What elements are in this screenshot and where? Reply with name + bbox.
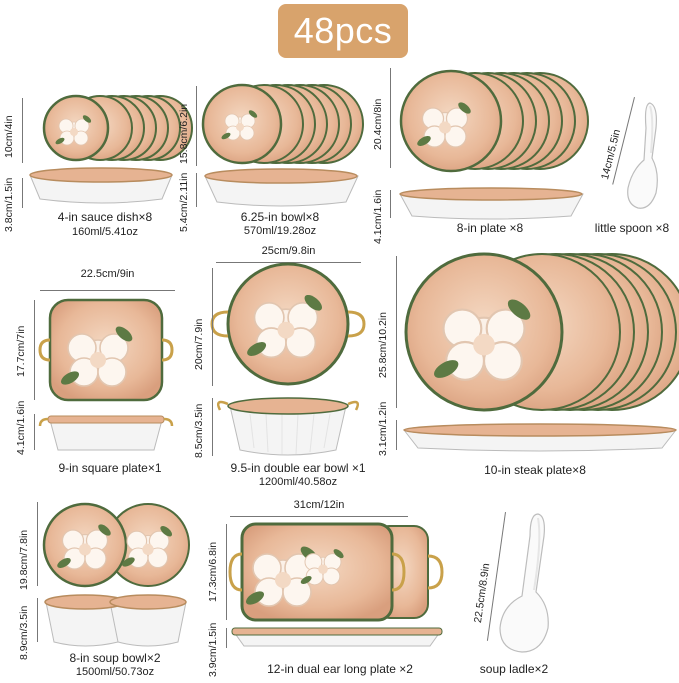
square-plate-image <box>38 298 174 451</box>
soup-ladle-image <box>499 513 549 653</box>
long-caption: 12-in dual ear long plate ×2 <box>267 662 413 676</box>
soup-caption: 8-in soup bowl×2 <box>69 651 161 665</box>
sauce-dia-line <box>22 98 23 163</box>
square-caption: 9-in square plate×1 <box>58 461 162 475</box>
long-width-label: 31cm/12in <box>293 499 345 511</box>
long-plate-image <box>228 522 444 647</box>
bowl-dia-line <box>196 86 197 166</box>
plate8-dia-label: 20.4cm/8in <box>372 98 384 150</box>
bowl-caption: 6.25-in bowl×8 <box>240 210 320 224</box>
doubleear-bowl-side <box>217 397 359 456</box>
soup-bowl-top <box>42 502 190 588</box>
soup-dia-label: 19.8cm/7.8in <box>18 529 30 590</box>
steak-height-label: 3.1cm/1.2in <box>377 401 389 456</box>
plate8-height-label: 4.1cm/1.6in <box>372 189 384 244</box>
piece-count-badge: 48pcs <box>278 4 408 58</box>
square-plate-top <box>38 298 174 402</box>
bowl-height-line <box>196 173 197 207</box>
soup-volume: 1500ml/50.73oz <box>75 666 155 678</box>
bowl-volume: 570ml/19.28oz <box>243 225 317 237</box>
long-depth-label: 17.3cm/6.8in <box>207 541 219 602</box>
doubleear-volume: 1200ml/40.58oz <box>258 476 338 488</box>
little-spoon-image <box>627 102 658 209</box>
steak-dia-label: 25.8cm/10.2in <box>377 312 389 378</box>
square-depth-label: 17.7cm/7in <box>15 325 27 377</box>
square-width-line <box>40 290 175 291</box>
plate8-image <box>399 69 589 220</box>
doubleear-width-line <box>216 262 361 263</box>
sauce-dish-image <box>29 94 193 204</box>
doubleear-bowl-image <box>210 262 366 456</box>
spoon-caption: little spoon ×8 <box>594 221 670 235</box>
ladle-length-label: 22.5cm/8.9in <box>472 562 493 624</box>
doubleear-bowl-top <box>210 262 366 386</box>
long-width-line <box>230 516 408 517</box>
square-depth-line <box>34 300 35 400</box>
long-depth-line <box>226 524 227 620</box>
bowl-dia-label: 15.8cm/6.2in <box>178 103 190 164</box>
doubleear-width-label: 25cm/9.8in <box>261 245 316 257</box>
soup-bowl-image <box>42 502 190 647</box>
plate8-caption: 8-in plate ×8 <box>456 221 524 235</box>
bowl-stack <box>201 83 364 165</box>
doubleear-height-label: 8.5cm/3.5in <box>193 403 205 458</box>
plate8-side <box>399 187 584 220</box>
long-plate-top <box>228 522 444 622</box>
soup-bowl-side <box>44 594 187 647</box>
long-height-label: 3.9cm/1.5in <box>207 622 219 677</box>
bowl-side <box>204 168 359 207</box>
sauce-height-label: 3.8cm/1.5in <box>3 177 15 232</box>
sauce-caption: 4-in sauce dish×8 <box>57 210 153 224</box>
sauce-dia-label: 10cm/4in <box>3 115 15 158</box>
steak-caption: 10-in steak plate×8 <box>484 463 586 477</box>
square-height-label: 4.1cm/1.6in <box>15 400 27 455</box>
soup-dia-line <box>37 502 38 586</box>
plate8-height-line <box>390 190 391 218</box>
steak-dia-line <box>396 256 397 408</box>
doubleear-height-line <box>212 398 213 456</box>
long-height-line <box>226 628 227 648</box>
sauce-dish-side <box>29 167 173 204</box>
steak-plate-stack <box>404 252 679 412</box>
doubleear-depth-line <box>212 268 213 386</box>
plate8-dia-line <box>390 68 391 168</box>
sauce-dish-stack <box>42 94 193 162</box>
doubleear-depth-label: 20cm/7.9in <box>193 318 205 370</box>
steak-plate-side <box>403 423 677 452</box>
steak-height-line <box>396 420 397 450</box>
bowl-image <box>201 83 364 207</box>
sauce-volume: 160ml/5.41oz <box>71 226 139 238</box>
soup-height-label: 8.9cm/3.5in <box>18 605 30 660</box>
plate8-stack <box>399 69 589 173</box>
sauce-height-line <box>22 178 23 208</box>
steak-plate-image <box>403 252 679 452</box>
square-plate-side <box>38 415 174 451</box>
soup-height-line <box>37 598 38 642</box>
square-height-line <box>34 414 35 450</box>
bowl-height-label: 5.4cm/2.11in <box>178 172 190 232</box>
ladle-caption: soup ladle×2 <box>479 662 549 676</box>
doubleear-caption: 9.5-in double ear bowl ×1 <box>230 461 366 475</box>
square-width-label: 22.5cm/9in <box>80 268 135 280</box>
long-plate-side <box>231 627 443 647</box>
